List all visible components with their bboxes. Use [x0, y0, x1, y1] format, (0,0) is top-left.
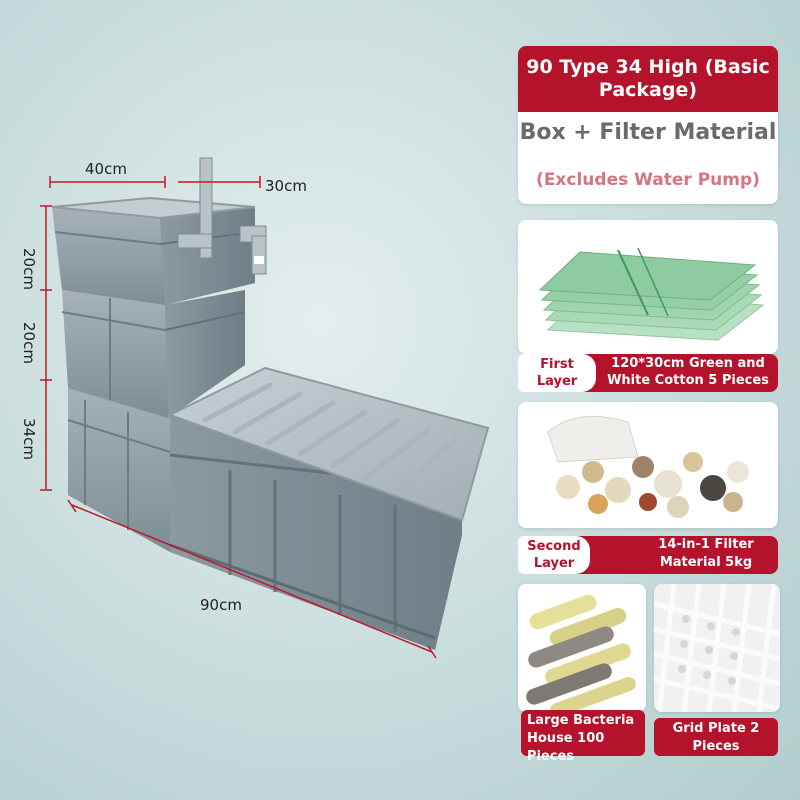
second-layer-label: Second Layer [518, 536, 590, 574]
filter-material-image [547, 415, 749, 518]
package-subtitle: Box + Filter Material [519, 120, 777, 145]
top-depth-label: 30cm [265, 177, 307, 195]
green-cotton-image [538, 247, 765, 341]
height-bottom-label: 34cm [20, 418, 38, 460]
length-label: 90cm [200, 596, 242, 614]
second-layer-caption: Second Layer 14-in-1 Filter Material 5kg [518, 536, 778, 574]
bacteria-house-caption: Large Bacteria House 100 Pieces [521, 710, 645, 764]
large-box-lid [167, 366, 490, 522]
package-note: (Excludes Water Pump) [536, 170, 760, 190]
grid-plate-caption: Grid Plate 2 Pieces [654, 718, 778, 756]
cotton-image-card [518, 220, 778, 354]
second-layer-desc: 14-in-1 Filter Material 5kg [658, 537, 754, 570]
first-layer-label: First Layer [518, 354, 596, 392]
package-info-card: 90 Type 34 High (Basic Package) Box + Fi… [518, 46, 778, 204]
height-middle-label: 20cm [20, 322, 38, 364]
first-layer-desc: 120*30cm Green and White Cotton 5 Pieces [607, 356, 769, 388]
grid-plate-image-card [654, 584, 780, 712]
middle-box [61, 290, 246, 418]
dimension-lines [40, 176, 437, 659]
top-box [51, 196, 256, 305]
inlet-pipe [177, 157, 267, 275]
top-width-label: 40cm [85, 160, 127, 178]
bacteria-house-image-card [518, 584, 646, 712]
first-layer-caption: First Layer 120*30cm Green and White Cot… [518, 354, 778, 392]
package-title: 90 Type 34 High (Basic Package) [518, 46, 778, 112]
bacteria-house-image [526, 594, 636, 712]
height-top-label: 20cm [20, 248, 38, 290]
filter-material-image-card [518, 402, 778, 528]
grid-plate-image [654, 584, 780, 712]
filter-box-illustration [40, 157, 490, 659]
